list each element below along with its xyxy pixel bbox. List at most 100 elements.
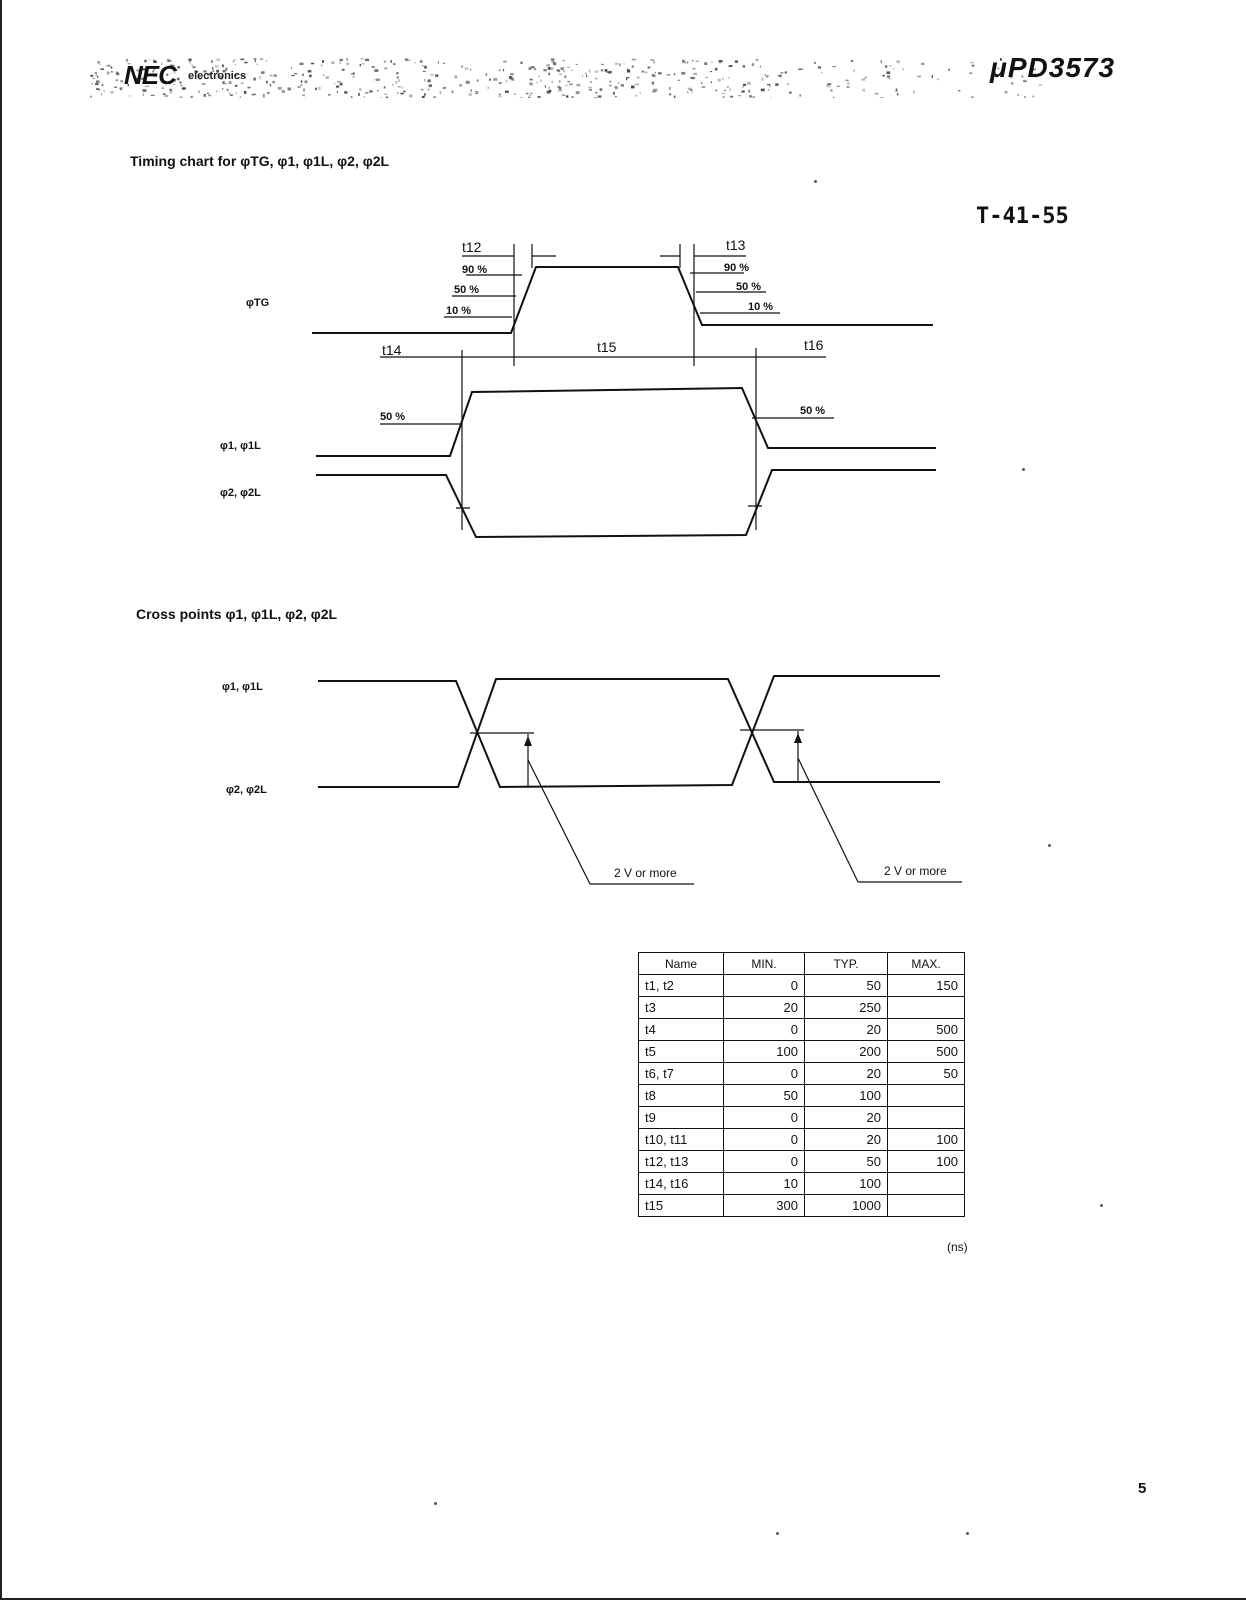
cell-max [887, 996, 965, 1019]
scan-speck [1048, 844, 1051, 847]
label-p10-left: 10 % [446, 305, 471, 317]
phi2-waveform [316, 469, 936, 539]
cell-typ: 1000 [804, 1194, 888, 1217]
label-t13: t13 [726, 237, 746, 253]
cell-name: t9 [638, 1106, 724, 1129]
cell-min: 10 [723, 1172, 805, 1195]
label-p10-right: 10 % [748, 301, 773, 313]
scan-speck [1100, 1204, 1103, 1207]
cell-name: t15 [638, 1194, 724, 1217]
cell-min: 0 [723, 1150, 805, 1173]
document-code: T-41-55 [976, 204, 1069, 229]
cell-name: t5 [638, 1040, 724, 1063]
cell-max: 500 [887, 1018, 965, 1041]
label-p90-right: 90 % [724, 262, 749, 274]
label-p90-left: 90 % [462, 264, 487, 276]
cell-typ: 250 [804, 996, 888, 1019]
cell-typ: 20 [804, 1128, 888, 1151]
cell-name: t14, t16 [638, 1172, 724, 1195]
signal-label-phi2: φ2, φ2L [220, 487, 261, 499]
cell-max [887, 1106, 965, 1129]
phi-tg-waveform [312, 266, 933, 334]
cell-max: 50 [887, 1062, 965, 1085]
cross-points-chart: φ1, φ1L φ2, φ2L 2 V or more 2 V or more [222, 675, 962, 885]
cell-min: 0 [723, 1062, 805, 1085]
timing-chart-title: Timing chart for φTG, φ1, φ1L, φ2, φ2L [130, 153, 390, 169]
brand-subtitle: electronics [188, 70, 247, 82]
cell-max [887, 1172, 965, 1195]
scan-speck [1022, 468, 1025, 471]
table-header-row: Name MIN. TYP. MAX. [638, 952, 965, 975]
header-noise-band [90, 58, 1042, 98]
cell-typ: 100 [804, 1172, 888, 1195]
label-p50-right: 50 % [736, 281, 761, 293]
cross-signal-label-phi1: φ1, φ1L [222, 681, 263, 693]
cell-min: 100 [723, 1040, 805, 1063]
cell-max: 500 [887, 1040, 965, 1063]
cell-typ: 20 [804, 1018, 888, 1041]
label-p50-left: 50 % [454, 284, 479, 296]
cross-note-left: 2 V or more [614, 866, 677, 880]
scan-speck [814, 180, 817, 183]
timing-chart: φTG φ1, φ1L φ2, φ2L t12 t13 90 % 50 % 10… [220, 237, 936, 539]
cell-min: 20 [723, 996, 805, 1019]
scan-speck [434, 1502, 437, 1505]
cell-typ: 50 [804, 974, 888, 997]
table-unit: (ns) [947, 1240, 968, 1254]
cell-max [887, 1194, 965, 1217]
label-p50-phi1-right: 50 % [800, 405, 825, 417]
cross-note-right: 2 V or more [884, 864, 947, 878]
cell-name: t6, t7 [638, 1062, 724, 1085]
label-t15: t15 [597, 339, 617, 355]
cell-name: t3 [638, 996, 724, 1019]
cell-max: 150 [887, 974, 965, 997]
scan-speck [966, 1532, 969, 1535]
cell-min: 50 [723, 1084, 805, 1107]
cell-min: 0 [723, 1018, 805, 1041]
cell-max: 100 [887, 1128, 965, 1151]
cell-max [887, 1084, 965, 1107]
cell-name: t4 [638, 1018, 724, 1041]
part-number: μPD3573 [990, 52, 1116, 83]
label-t14: t14 [382, 342, 402, 358]
label-t16: t16 [804, 337, 824, 353]
cross-points-title: Cross points φ1, φ1L, φ2, φ2L [136, 606, 338, 622]
brand-logo: NEC [124, 60, 177, 90]
cross-phi1-waveform [318, 675, 940, 789]
page-number: 5 [1138, 1480, 1147, 1497]
signal-label-phi1: φ1, φ1L [220, 440, 261, 452]
signal-label-phi-tg: φTG [246, 297, 269, 309]
col-header-typ: TYP. [804, 952, 888, 975]
phi1-waveform [316, 386, 936, 457]
cell-name: t1, t2 [638, 974, 724, 997]
cell-typ: 50 [804, 1150, 888, 1173]
cell-typ: 200 [804, 1040, 888, 1063]
cell-name: t10, t11 [638, 1128, 724, 1151]
cell-typ: 100 [804, 1084, 888, 1107]
cell-typ: 20 [804, 1106, 888, 1129]
label-t12: t12 [462, 239, 482, 255]
cross-signal-label-phi2: φ2, φ2L [226, 784, 267, 796]
cell-name: t8 [638, 1084, 724, 1107]
cell-min: 0 [723, 1106, 805, 1129]
scan-speck [776, 1532, 779, 1535]
cell-min: 300 [723, 1194, 805, 1217]
col-header-max: MAX. [887, 952, 965, 975]
label-p50-phi1-left: 50 % [380, 411, 405, 423]
col-header-min: MIN. [723, 952, 805, 975]
cell-min: 0 [723, 1128, 805, 1151]
cell-max: 100 [887, 1150, 965, 1173]
cross-phi2-waveform [318, 678, 940, 788]
